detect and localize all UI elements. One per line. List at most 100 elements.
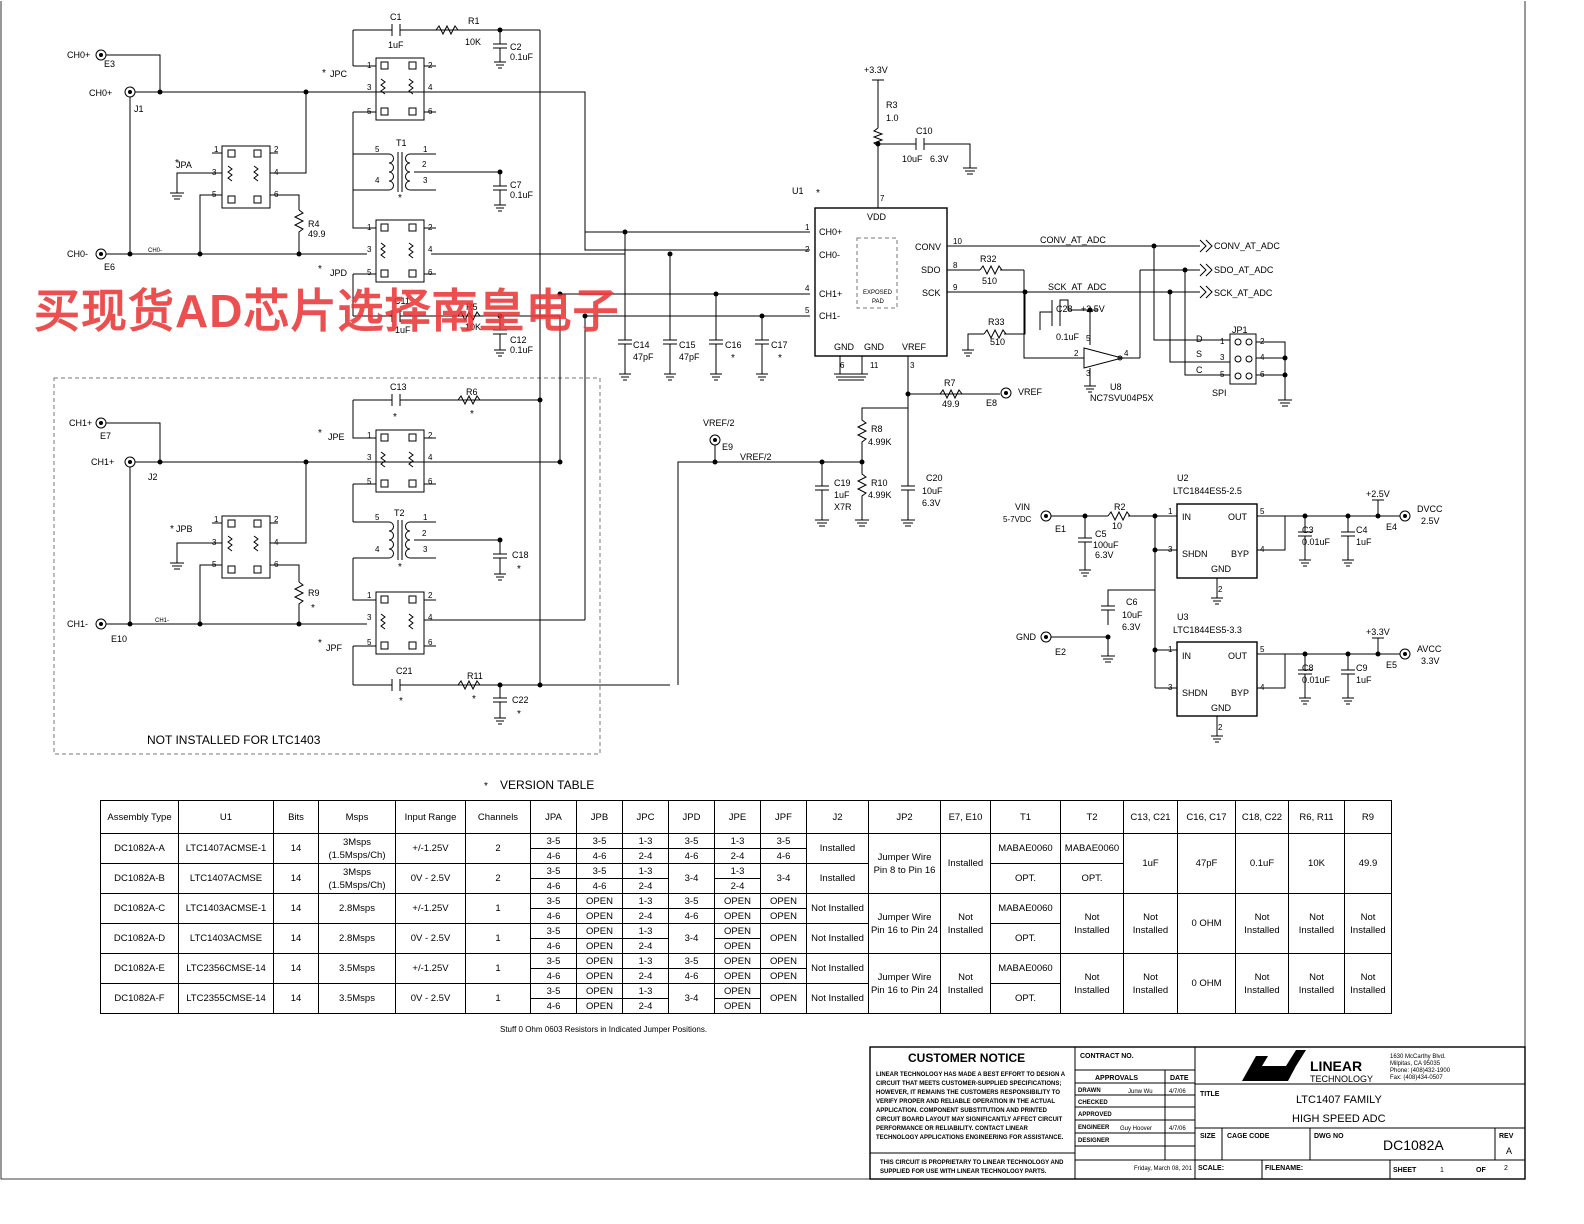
- table-cell: 3.5Msps: [318, 983, 396, 1014]
- svg-text:C16: C16: [725, 340, 742, 350]
- t2-transformer: [353, 520, 507, 581]
- table-cell: 4-6: [576, 878, 623, 894]
- svg-text:510: 510: [982, 276, 997, 286]
- svg-text:10: 10: [1112, 521, 1122, 531]
- header-cell: J2: [806, 800, 869, 834]
- header-cell: JPB: [576, 800, 623, 834]
- svg-text:1: 1: [1168, 507, 1173, 516]
- svg-text:JP1: JP1: [1232, 325, 1248, 335]
- svg-text:CH1-: CH1-: [67, 619, 88, 629]
- table-cell: 3-5: [576, 863, 623, 879]
- table-cell: OPEN: [760, 983, 807, 1014]
- jpb-jumper: [170, 459, 309, 624]
- svg-text:1: 1: [367, 431, 372, 440]
- svg-text:GND: GND: [1211, 564, 1232, 574]
- svg-text:U1: U1: [792, 186, 804, 196]
- svg-text:CIRCUIT THAT MEETS CUSTOMER-SU: CIRCUIT THAT MEETS CUSTOMER-SUPPLIED SPE…: [876, 1081, 1061, 1087]
- svg-text:2: 2: [422, 160, 427, 169]
- svg-text:10uF: 10uF: [922, 486, 943, 496]
- svg-text:R11: R11: [467, 671, 483, 681]
- r9-resistor: [293, 581, 305, 624]
- svg-text:0.1uF: 0.1uF: [510, 345, 534, 355]
- e8-terminal: [1000, 387, 1012, 399]
- header-cell: E7, E10: [940, 800, 991, 834]
- svg-text:3.3V: 3.3V: [1421, 656, 1440, 666]
- svg-text:X7R: X7R: [834, 502, 852, 512]
- svg-text:2: 2: [428, 61, 433, 70]
- svg-text:1: 1: [1220, 337, 1225, 346]
- svg-text:1: 1: [214, 515, 219, 524]
- table-cell: DC1082A-B: [100, 863, 179, 894]
- table-cell: LTC2355CMSE-14: [178, 983, 274, 1014]
- table-cell: MABAE0060: [990, 953, 1061, 984]
- table-cell: 1-3: [622, 923, 669, 939]
- svg-text:A: A: [1506, 1146, 1512, 1156]
- svg-text:C6: C6: [1126, 597, 1138, 607]
- svg-text:1: 1: [367, 591, 372, 600]
- svg-text:D: D: [1196, 334, 1203, 344]
- svg-text:IN: IN: [1182, 651, 1191, 661]
- svg-text:4: 4: [428, 613, 433, 622]
- header-cell: C18, C22: [1235, 800, 1289, 834]
- svg-text:DRAWN: DRAWN: [1078, 1088, 1101, 1094]
- svg-text:6.3V: 6.3V: [1095, 550, 1114, 560]
- table-cell: 1-3: [622, 893, 669, 909]
- svg-text:+3.3V: +3.3V: [864, 65, 888, 75]
- svg-text:DATE: DATE: [1170, 1075, 1189, 1082]
- svg-text:CH0+: CH0+: [819, 227, 842, 237]
- svg-text:510: 510: [990, 337, 1005, 347]
- svg-text:1uF: 1uF: [388, 40, 404, 50]
- svg-text:SCK: SCK: [922, 288, 941, 298]
- svg-text:1: 1: [367, 223, 372, 232]
- svg-text:7: 7: [880, 194, 885, 203]
- table-cell: OPEN: [714, 938, 761, 954]
- table-cell: 2-4: [714, 878, 761, 894]
- svg-text:6: 6: [428, 268, 433, 277]
- table-cell: DC1082A-D: [100, 923, 179, 954]
- vin-section: [1040, 510, 1177, 689]
- header-cell: JPA: [530, 800, 577, 834]
- svg-text:C14: C14: [633, 340, 650, 350]
- svg-text:SCK_AT_ADC: SCK_AT_ADC: [1214, 288, 1273, 298]
- svg-text:JPA: JPA: [176, 160, 192, 170]
- header-cell: JPC: [622, 800, 669, 834]
- table-cell: OPT.: [990, 983, 1061, 1014]
- svg-text:*: *: [731, 353, 735, 364]
- svg-text:10uF: 10uF: [1122, 610, 1143, 620]
- table-cell: 2-4: [622, 848, 669, 864]
- table-cell: DC1082A-C: [100, 893, 179, 924]
- svg-text:1630 McCarthy Blvd.: 1630 McCarthy Blvd.: [1390, 1054, 1446, 1060]
- svg-text:4: 4: [274, 168, 279, 177]
- svg-text:E1: E1: [1055, 524, 1066, 534]
- svg-text:DESIGNER: DESIGNER: [1078, 1138, 1110, 1144]
- table-cell: 4-6: [530, 998, 577, 1014]
- connector-labels: CH0+ E3 CH0+ J1 CH0- E6 CH0- CH1+ E7 CH1…: [67, 50, 1443, 670]
- table-cell: 2.8Msps: [318, 923, 396, 954]
- table-cell: OPEN: [576, 998, 623, 1014]
- svg-text:4: 4: [1260, 545, 1265, 554]
- svg-text:E3: E3: [104, 59, 115, 69]
- table-cell: DC1082A-A: [100, 833, 179, 864]
- gnd-terminal: [1040, 631, 1115, 663]
- svg-text:VREF/2: VREF/2: [703, 418, 735, 428]
- svg-text:*: *: [398, 562, 402, 573]
- svg-text:6: 6: [1260, 370, 1265, 379]
- table-cell: 3Msps(1.5Msps/Ch): [318, 833, 396, 864]
- table-cell: OPEN: [576, 923, 623, 939]
- svg-text:THIS CIRCUIT IS PROPRIETARY TO: THIS CIRCUIT IS PROPRIETARY TO LINEAR TE…: [880, 1160, 1064, 1166]
- svg-text:C22: C22: [512, 695, 529, 705]
- svg-text:CUSTOMER NOTICE: CUSTOMER NOTICE: [908, 1051, 1025, 1065]
- table-cell: OPEN: [576, 983, 623, 999]
- table-cell: 3-5: [530, 983, 577, 999]
- svg-text:CONV_AT_ADC: CONV_AT_ADC: [1040, 235, 1106, 245]
- svg-text:+2.5V: +2.5V: [1081, 304, 1105, 314]
- svg-text:*: *: [318, 264, 322, 275]
- svg-text:11: 11: [870, 361, 879, 370]
- svg-text:CH0+: CH0+: [89, 88, 112, 98]
- svg-text:6.3V: 6.3V: [922, 498, 941, 508]
- svg-text:0.1uF: 0.1uF: [510, 52, 534, 62]
- table-cell: 4-6: [668, 908, 715, 924]
